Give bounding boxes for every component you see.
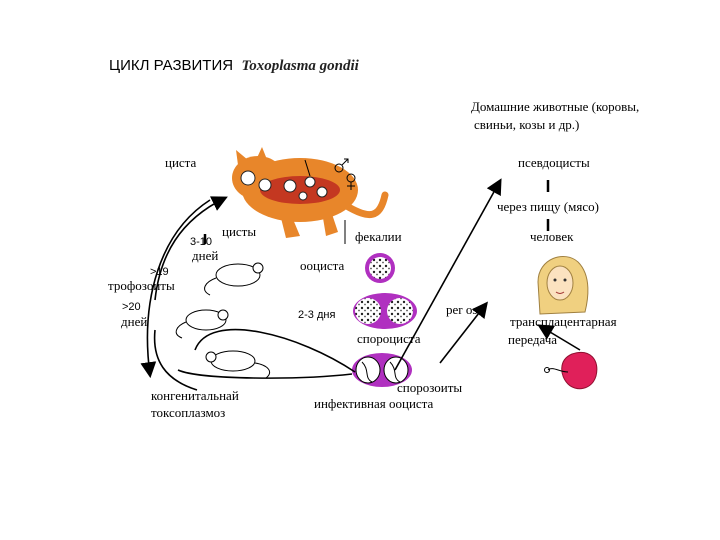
- label-3-10: 3-10: [190, 236, 213, 248]
- cat-icon: [232, 147, 389, 238]
- page-title: ЦИКЛ РАЗВИТИЯ Toxoplasma gondii: [109, 57, 359, 74]
- label-infective-oocyst: инфективная ооциста: [314, 396, 434, 411]
- label-gt20: >20: [122, 301, 141, 313]
- female-symbol-icon: [346, 173, 356, 190]
- label-transplacental-2: передача: [508, 332, 557, 347]
- label-congenital-2: токсоплазмоз: [151, 405, 226, 420]
- label-sporozoites: спорозоиты: [397, 380, 463, 395]
- label-domestic-animals-1: Домашние животные (коровы,: [471, 99, 640, 114]
- label-pseudocysts: псевдоцисты: [518, 155, 590, 170]
- tick-marks: [203, 180, 550, 244]
- label-cyst: циста: [165, 155, 197, 170]
- label-trophozoites: трофозоиты: [108, 278, 175, 293]
- label-days-1: дней: [192, 248, 219, 263]
- oocyst-sporocyst: [353, 293, 417, 329]
- label-per-os: per os: [446, 302, 478, 317]
- label-2-3-days: 2-3 дня: [298, 309, 336, 321]
- oocyst-unsporulated: [365, 253, 395, 283]
- male-symbol-icon: [334, 158, 349, 173]
- label-via-food: через пищу (мясо): [497, 199, 599, 214]
- human-face-icon: [537, 256, 589, 315]
- fetus-icon: [544, 352, 598, 390]
- label-transplacental-1: трансплацентарная: [510, 314, 617, 329]
- label-feces: фекалии: [355, 229, 402, 244]
- label-sporocyst: спороциста: [357, 331, 421, 346]
- label-days-2: дней: [121, 314, 148, 329]
- label-gt19: >19: [150, 266, 169, 278]
- species-name: Toxoplasma gondii: [241, 58, 359, 74]
- label-human: человек: [530, 229, 574, 244]
- label-congenital-1: конгенитальнай: [151, 388, 239, 403]
- cycle-arrows: [140, 178, 581, 391]
- label-oocyst: ооциста: [300, 258, 345, 273]
- oocyst-infective: [352, 353, 412, 387]
- label-domestic-animals-2: свиньи, козы и др.): [474, 117, 580, 132]
- label-cysts: цисты: [222, 224, 257, 239]
- mouse-icon: [175, 262, 270, 379]
